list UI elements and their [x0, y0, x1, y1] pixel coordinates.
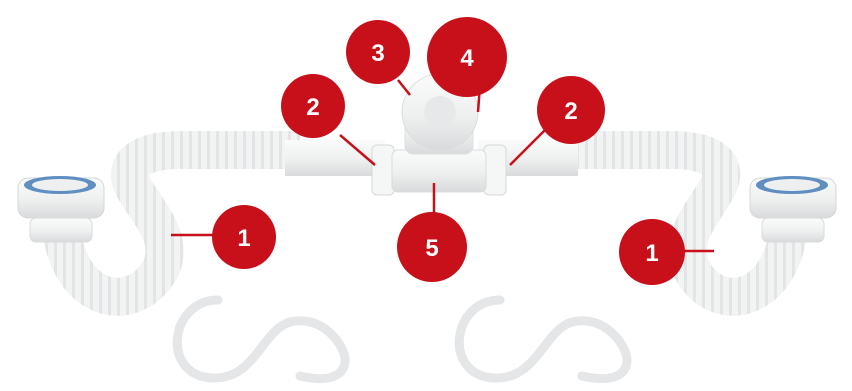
- callout-tee-top-right: 4: [427, 17, 507, 97]
- leader-tee-top-left: [398, 80, 410, 95]
- s-hook-left: [177, 300, 345, 379]
- callout-label: 3: [371, 40, 384, 67]
- s-hook-right: [459, 300, 627, 379]
- callout-tee-body: 5: [397, 212, 467, 282]
- callout-label: 4: [460, 45, 474, 72]
- callout-right-nut: 2: [537, 76, 605, 144]
- callout-left-nut: 2: [281, 74, 345, 138]
- right-union-nut: [484, 145, 506, 195]
- left-smooth-pipe: [285, 140, 385, 176]
- callout-label: 1: [645, 240, 658, 267]
- left-union-nut: [372, 145, 394, 195]
- callout-label: 2: [306, 94, 319, 121]
- callout-left-trap: 1: [212, 205, 276, 269]
- callout-tee-top-left: 3: [346, 20, 410, 84]
- callout-label: 1: [237, 225, 250, 252]
- callout-right-trap: 1: [619, 219, 685, 285]
- right-trap: [555, 150, 836, 297]
- tee-body: [392, 150, 486, 192]
- callout-label: 2: [564, 98, 577, 125]
- callout-label: 5: [425, 235, 438, 262]
